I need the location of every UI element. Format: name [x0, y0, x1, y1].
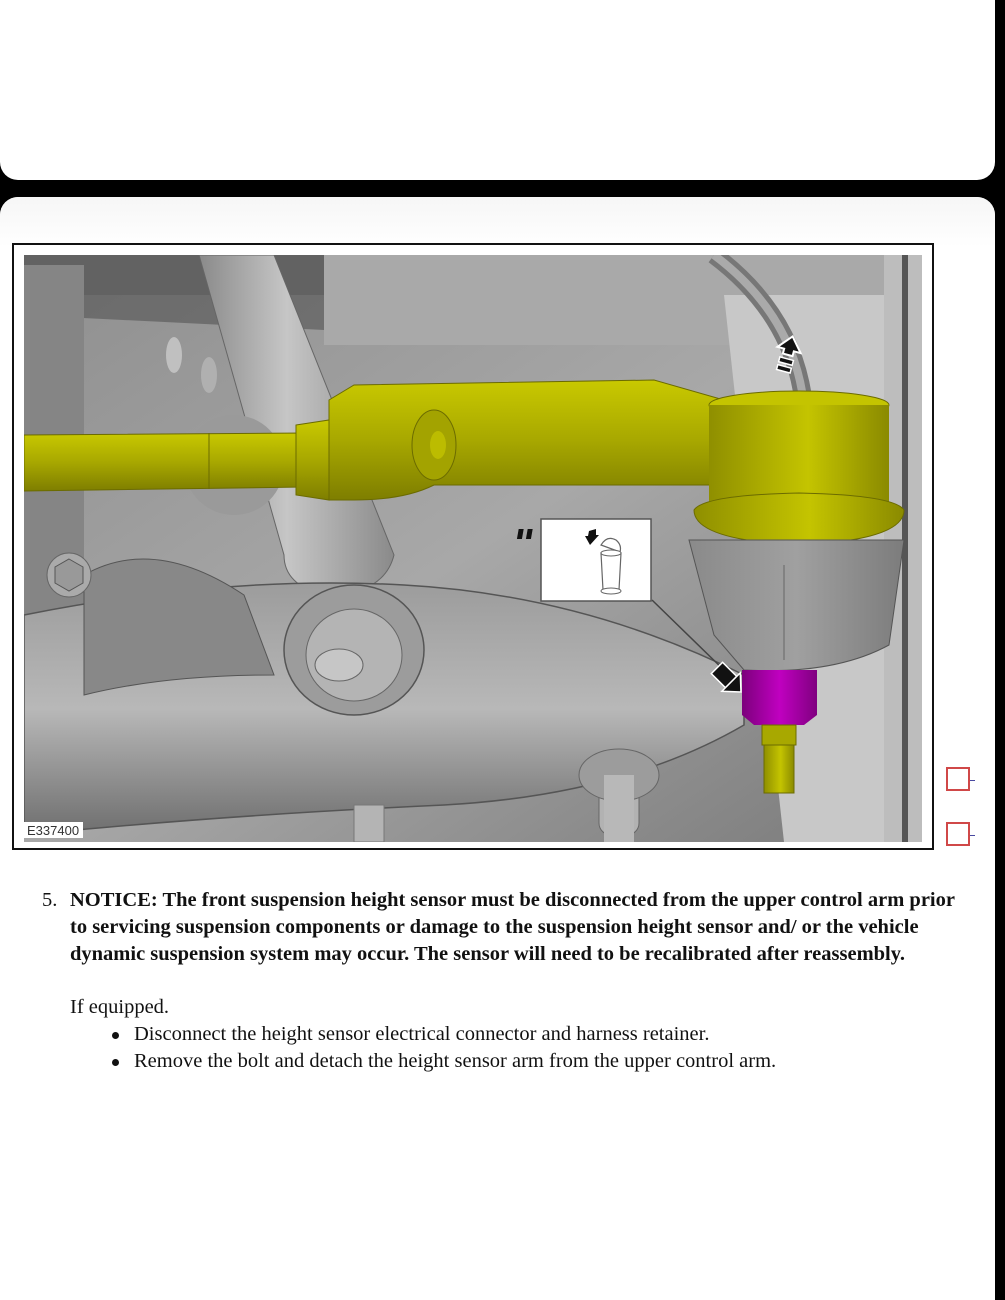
procedure-illustration: E337400: [12, 243, 934, 850]
figure-id-label: E337400: [24, 822, 84, 838]
list-item: Remove the bolt and detach the height se…: [112, 1048, 972, 1075]
list-item-text: Disconnect the height sensor electrical …: [134, 1023, 710, 1045]
list-item-text: Remove the bolt and detach the height se…: [134, 1050, 777, 1072]
notice-text: NOTICE: The front suspension height sens…: [70, 889, 955, 965]
list-item: Disconnect the height sensor electrical …: [112, 1021, 972, 1048]
page-card: E337400 5. NOTICE: The front suspension …: [0, 197, 995, 1300]
instruction-list: Disconnect the height sensor electrical …: [42, 1021, 972, 1075]
previous-page-card: [0, 0, 995, 180]
trash-can-discard-icon: [516, 529, 622, 595]
procedure-step: 5. NOTICE: The front suspension height s…: [42, 887, 972, 1075]
card-header-fade: [0, 197, 995, 247]
bullet-icon: [112, 1059, 119, 1066]
condition-text: If equipped.: [70, 996, 170, 1018]
suspension-diagram: [24, 255, 922, 842]
annotation-checkbox-2[interactable]: [946, 822, 975, 846]
down-right-arrow-icon: [710, 661, 742, 693]
up-arrow-disconnect-icon: [775, 334, 803, 374]
step-number: 5.: [42, 889, 58, 911]
bullet-icon: [112, 1032, 119, 1039]
annotation-checkbox-1[interactable]: [946, 767, 975, 791]
